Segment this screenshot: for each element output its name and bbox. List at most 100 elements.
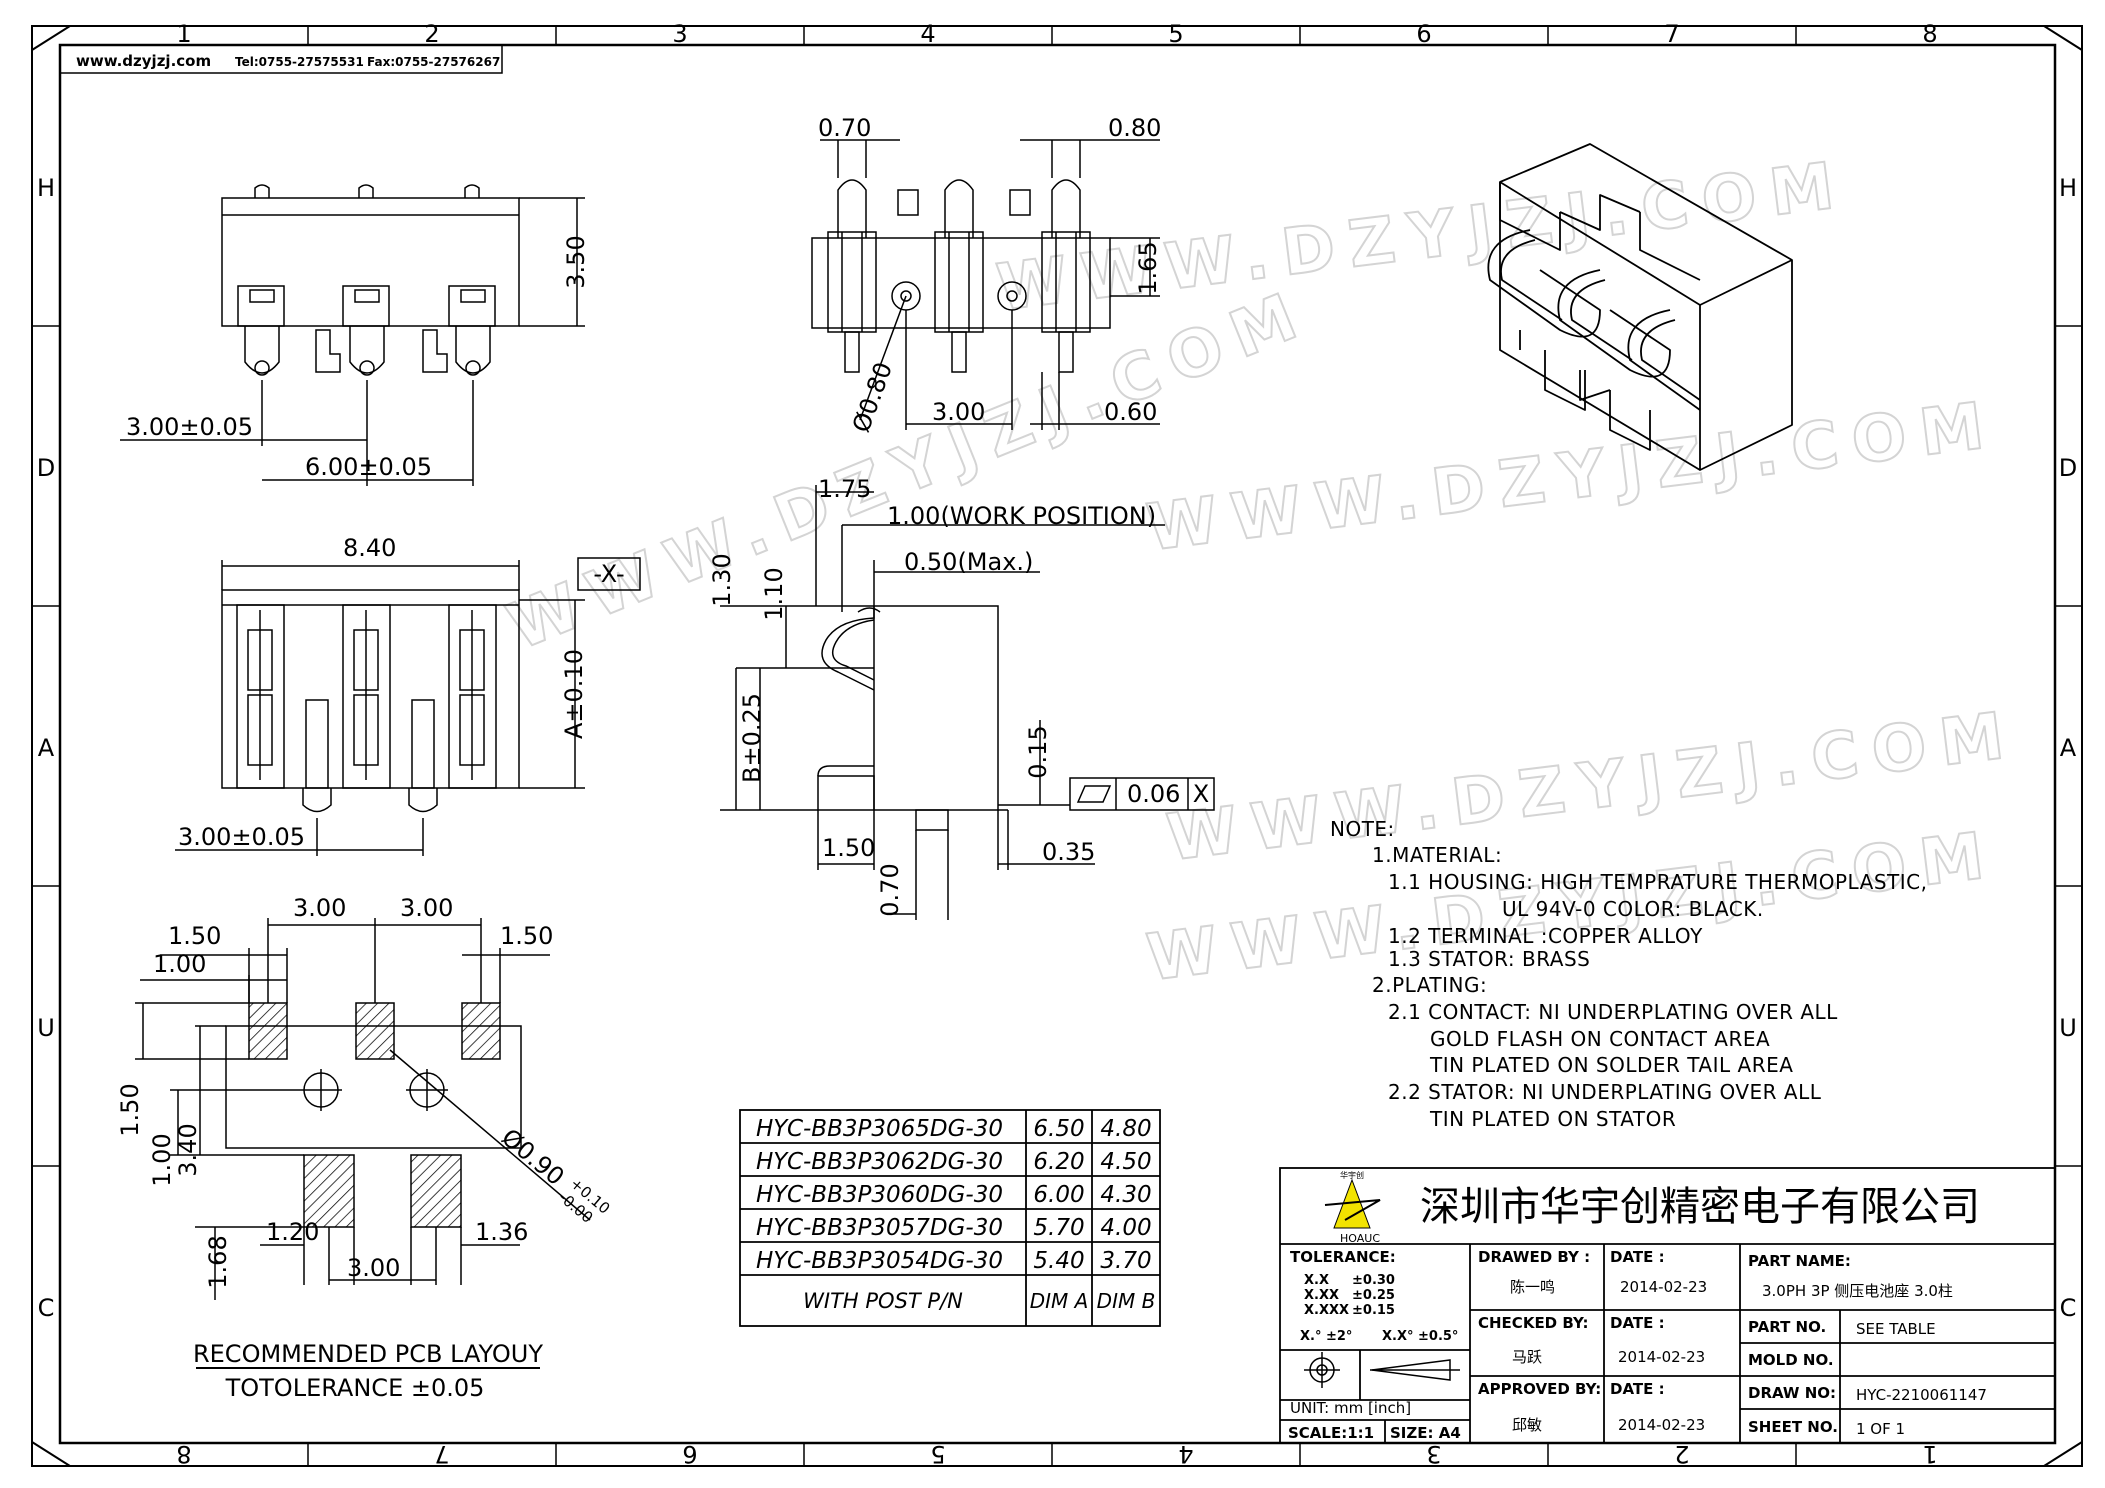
tv-slot-2	[342, 604, 391, 789]
zone-bottom-2: 2	[1674, 1440, 1689, 1468]
zone-labels: 1 2 3 4 5 6 7 8 1 2 3 4 5 6 7 8 H D A U …	[37, 20, 2077, 1468]
note-line: GOLD FLASH ON CONTACT AREA	[1430, 1027, 1770, 1051]
logo-top-text: 华宇创	[1340, 1170, 1364, 1180]
header-contact: www.dzyjzj.com Tel:0755-27575531 Fax:075…	[59, 44, 503, 74]
zone-bottom-5: 5	[930, 1440, 945, 1468]
zone-top-7: 7	[1664, 20, 1679, 48]
drawn-by-value: 陈一鸣	[1510, 1278, 1555, 1296]
tol-key: X.X	[1304, 1273, 1329, 1288]
part-row-b: 4.50	[1100, 1149, 1151, 1175]
pcb-pad-right-label: 1.50	[500, 922, 553, 950]
sv-dim-b-label: B±0.25	[738, 693, 766, 783]
part-row-a: 5.40	[1033, 1248, 1084, 1274]
angle-tol-1: X.° ±2°	[1300, 1329, 1352, 1344]
pcb-hole-dia-label: Ø0.90	[496, 1123, 569, 1191]
zone-left-h: H	[37, 174, 55, 202]
draw-no-label: DRAW NO:	[1748, 1384, 1836, 1402]
note-line: 1.1 HOUSING: HIGH TEMPRATURE THERMOPLAST…	[1388, 870, 1927, 894]
date-value: 2014-02-23	[1620, 1278, 1707, 1296]
part-footer-a: DIM A	[1030, 1289, 1089, 1313]
zone-top-2: 2	[424, 20, 439, 48]
bottom-view	[811, 139, 1160, 430]
tv-datum-label: -X-	[593, 560, 624, 588]
note-line: 2.PLATING:	[1372, 973, 1487, 997]
zone-right-u: U	[2059, 1014, 2077, 1042]
part-name-label: PART NAME:	[1748, 1252, 1851, 1270]
tv-slot-3	[448, 604, 497, 789]
bv-pitch-label: 3.00	[932, 398, 985, 426]
pcb-v4-label: 1.68	[204, 1235, 232, 1288]
zone-left-a: A	[38, 734, 55, 762]
sv-flatness-datum: X	[1193, 780, 1209, 808]
front-pin-mid	[342, 184, 390, 376]
pcb-w2-label: 1.36	[475, 1218, 528, 1246]
date-label: DATE :	[1610, 1380, 1665, 1398]
note-line: TIN PLATED ON SOLDER TAIL AREA	[1429, 1053, 1793, 1077]
front-pitch-label: 3.00±0.05	[126, 413, 253, 441]
part-footer-b: DIM B	[1097, 1289, 1156, 1313]
sv-top-offset-label: 1.75	[818, 475, 871, 503]
tolerance-label: TOLERANCE:	[1290, 1248, 1396, 1266]
sv-work-position-label: 1.00(WORK POSITION)	[887, 502, 1156, 530]
part-no-value: SEE TABLE	[1856, 1320, 1936, 1338]
company-name: 深圳市华宇创精密电子有限公司	[1420, 1184, 1980, 1230]
note-line: NOTE:	[1330, 817, 1395, 841]
note-line: 1.MATERIAL:	[1372, 843, 1502, 867]
bv-post-dia-label: Ø0.80	[847, 358, 898, 436]
zone-top-3: 3	[672, 20, 687, 48]
sv-h2-label: 1.10	[760, 567, 788, 620]
logo-text: HOAUC	[1340, 1232, 1380, 1245]
part-row-a: 6.20	[1033, 1149, 1084, 1175]
bv-left-pin-label: 0.70	[818, 114, 871, 142]
part-row-pn: HYC-BB3P3057DG-30	[756, 1215, 1003, 1241]
tv-pitch-label: 3.00±0.05	[178, 823, 305, 851]
pcb-v2-label: 1.00	[148, 1133, 176, 1186]
tv-slot-1	[236, 604, 285, 789]
notes: NOTE: 1.MATERIAL: 1.1 HOUSING: HIGH TEMP…	[1330, 817, 1927, 1131]
date-value: 2014-02-23	[1618, 1348, 1705, 1366]
zone-top-5: 5	[1168, 20, 1183, 48]
bv-terminal-3	[1041, 179, 1091, 373]
zone-bottom-3: 3	[1426, 1440, 1441, 1468]
part-row-b: 4.30	[1100, 1182, 1151, 1208]
zone-bottom-6: 6	[682, 1440, 697, 1468]
part-row-pn: HYC-BB3P3054DG-30	[756, 1248, 1003, 1274]
part-row-a: 5.70	[1033, 1215, 1084, 1241]
pcb-v3-label: 3.40	[174, 1123, 202, 1176]
date-label: DATE :	[1610, 1248, 1665, 1266]
watermark: WWW.DZYJZJ.COM	[993, 148, 1852, 326]
pcb-pad-width-label: 1.00	[153, 950, 206, 978]
mold-no-label: MOLD NO.	[1748, 1351, 1834, 1369]
zone-top-1: 1	[176, 20, 191, 48]
tol-val: ±0.30	[1352, 1273, 1395, 1288]
part-row-pn: HYC-BB3P3060DG-30	[756, 1182, 1003, 1208]
website-link[interactable]: www.dzyjzj.com	[76, 52, 211, 70]
unit-label: UNIT: mm [inch]	[1290, 1399, 1411, 1417]
zone-right-a: A	[2060, 734, 2077, 762]
sheet-border	[31, 25, 2083, 1467]
pcb-layout	[135, 918, 591, 1369]
bv-height-label: 1.65	[1134, 241, 1162, 294]
size-label: SIZE: A4	[1390, 1424, 1461, 1442]
sv-base-label: 1.50	[822, 834, 875, 862]
part-row-pn: HYC-BB3P3062DG-30	[756, 1149, 1003, 1175]
isometric-view	[1487, 143, 1793, 471]
bv-terminal-2	[934, 179, 984, 373]
note-line: 1.2 TERMINAL :COPPER ALLOY	[1388, 924, 1703, 948]
approved-by-label: APPROVED BY:	[1478, 1380, 1601, 1398]
sheet-no-value: 1 OF 1	[1856, 1420, 1905, 1438]
note-line: 1.3 STATOR: BRASS	[1388, 947, 1590, 971]
front-height-label: 3.50	[562, 235, 590, 288]
zone-top-6: 6	[1416, 20, 1431, 48]
tol-key: X.XXX	[1304, 1303, 1349, 1318]
pcb-pitch-left-label: 3.00	[293, 894, 346, 922]
zone-right-d: D	[2059, 454, 2077, 482]
watermark: WWW.DZYJZJ.COM	[1143, 388, 2002, 566]
note-line: 2.1 CONTACT: NI UNDERPLATING OVER ALL	[1388, 1000, 1838, 1024]
date-label: DATE :	[1610, 1314, 1665, 1332]
sheet-no-label: SHEET NO.	[1748, 1418, 1838, 1436]
approval-block: DRAWED BY : 陈一鸣 DATE : 2014-02-23 CHECKE…	[1478, 1248, 1707, 1434]
date-value: 2014-02-23	[1618, 1416, 1705, 1434]
projection-symbol-icon	[1304, 1352, 1460, 1388]
part-table	[739, 1109, 1161, 1327]
